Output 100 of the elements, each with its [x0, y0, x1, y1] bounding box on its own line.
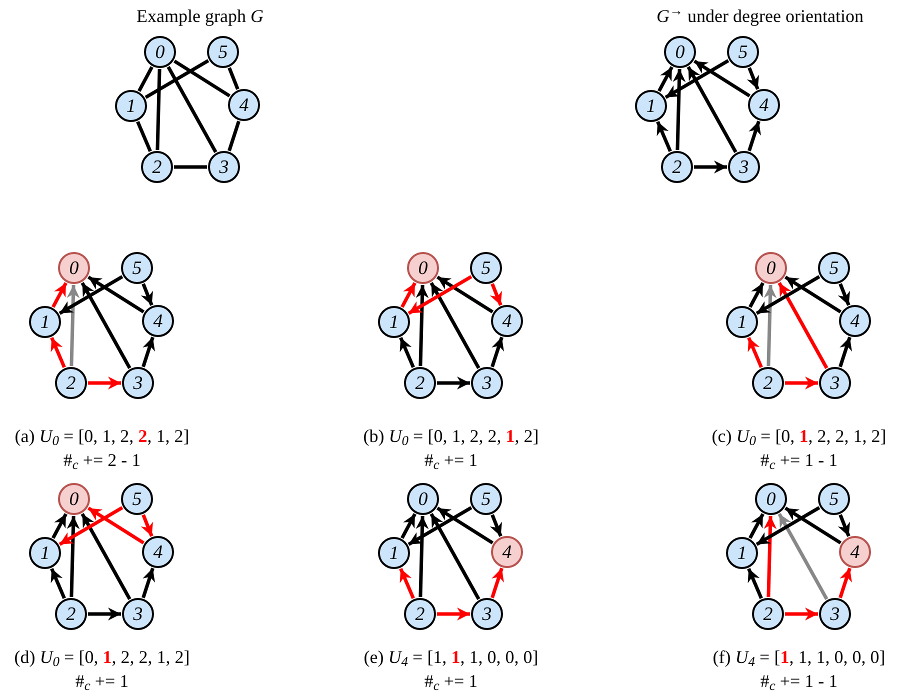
edge-line — [174, 165, 207, 169]
arrow — [490, 336, 504, 368]
graph-vertex: 2 — [141, 151, 173, 183]
graph-vertex: 0 — [755, 483, 787, 515]
graph-vertex: 4 — [491, 305, 523, 337]
arrow — [778, 282, 828, 369]
graph-vertex: 5 — [470, 483, 502, 515]
graph-vertex: 3 — [471, 598, 503, 630]
arrow — [664, 59, 730, 99]
panel-caption: (f) U$_{4}$ = [1, 1, 1, 0, 0, 0] — [712, 648, 886, 666]
graph-vertex: 3 — [471, 367, 503, 399]
panel-caption: (e) U$_{4}$ = [1, 1, 1, 0, 0, 0] — [364, 648, 538, 666]
arrow — [686, 66, 738, 153]
graph-vertex: 1 — [29, 306, 61, 338]
graph-vertex: 2 — [55, 598, 87, 630]
arrow — [80, 513, 132, 600]
graph-vertex: 5 — [818, 483, 850, 515]
graph-vertex: 0 — [664, 36, 696, 68]
graph-vertex: 4 — [491, 536, 523, 568]
arrow — [490, 283, 502, 306]
graph-vertex: 5 — [727, 36, 759, 68]
arrow — [52, 282, 68, 308]
arrow — [52, 513, 68, 539]
arrow — [88, 608, 121, 620]
arrow — [747, 336, 763, 368]
arrow — [408, 275, 472, 315]
arrow — [50, 336, 66, 368]
panel-caption: (a) U$_{0}$ = [0, 1, 2, 2, 1, 2] — [14, 427, 190, 445]
edge-line — [166, 66, 218, 153]
graph-vertex: 0 — [407, 483, 439, 515]
graph-vertex: 0 — [58, 483, 90, 515]
graph-vertex: 5 — [121, 483, 153, 515]
graph-vertex: 1 — [378, 306, 410, 338]
arrow — [694, 160, 727, 174]
graph-vertex: 4 — [839, 305, 871, 337]
arrow — [490, 568, 504, 598]
graph-vertex: 3 — [208, 151, 240, 183]
graph-vertex: 1 — [726, 306, 758, 338]
arrow — [400, 282, 416, 308]
arrow — [80, 282, 132, 369]
graph-vertex: 3 — [122, 367, 154, 399]
graph-vertex: 1 — [726, 537, 758, 569]
panel-caption: (d) U$_{0}$ = [0, 1, 2, 2, 1, 2] — [14, 648, 190, 666]
arrow — [140, 514, 154, 537]
arrow — [400, 513, 416, 539]
graph-vertex: 1 — [115, 90, 147, 122]
arrow — [88, 376, 121, 390]
arrow — [66, 284, 80, 366]
graph-vertex: 4 — [748, 89, 780, 121]
arrow — [658, 66, 674, 92]
arrow — [838, 336, 852, 368]
graph-vertex: 0 — [144, 36, 176, 68]
graph-vertex: 2 — [404, 367, 436, 399]
graph-vertex: 2 — [752, 598, 784, 630]
graph-vertex: 0 — [58, 252, 90, 284]
graph-vertex: 2 — [55, 367, 87, 399]
arrow — [399, 568, 415, 600]
arrow — [746, 67, 760, 90]
graph-vertex: 0 — [407, 252, 439, 284]
arrow — [58, 275, 124, 315]
arrow — [764, 284, 777, 366]
graph-vertex: 5 — [121, 252, 153, 284]
arrow — [748, 282, 764, 308]
graph-vertex: 4 — [839, 536, 871, 568]
arrow — [785, 608, 818, 620]
arrow — [490, 514, 502, 537]
graph-vertex: 2 — [752, 367, 784, 399]
arrow — [778, 513, 828, 600]
arrow — [756, 275, 820, 315]
counter-update: #$_{c}$ += 1 - 1 — [760, 451, 838, 469]
arrow — [838, 568, 852, 598]
counter-update: #$_{c}$ += 1 - 1 — [760, 672, 838, 690]
arrow — [838, 283, 850, 306]
graph-vertex: 5 — [470, 252, 502, 284]
arrow — [748, 120, 761, 152]
graph-vertex: 4 — [142, 536, 174, 568]
arrow — [785, 376, 818, 390]
arrow — [656, 120, 672, 152]
graph-vertex: 4 — [142, 305, 174, 337]
arrow — [140, 283, 154, 306]
arrow — [838, 514, 850, 537]
arrow — [399, 336, 415, 368]
graph-vertex: 2 — [404, 598, 436, 630]
arrow — [756, 506, 820, 546]
arrow — [58, 506, 124, 546]
arrow — [142, 336, 155, 368]
counter-update: #$_{c}$ += 1 — [75, 672, 129, 690]
arrow — [764, 516, 777, 598]
graph-vertex: 3 — [122, 598, 154, 630]
panel-title: G$^{→}$ under degree orientation — [656, 7, 864, 25]
counter-update: #$_{c}$ += 2 - 1 — [63, 451, 141, 469]
arrow — [50, 568, 66, 600]
arrow — [748, 513, 764, 539]
graph-vertex: 1 — [29, 537, 61, 569]
graph-vertex: 3 — [728, 151, 760, 183]
edge-line — [156, 68, 162, 150]
graph-vertex: 3 — [819, 598, 851, 630]
arrow — [408, 506, 472, 546]
graph-vertex: 4 — [228, 89, 260, 121]
edge-line — [144, 59, 210, 99]
